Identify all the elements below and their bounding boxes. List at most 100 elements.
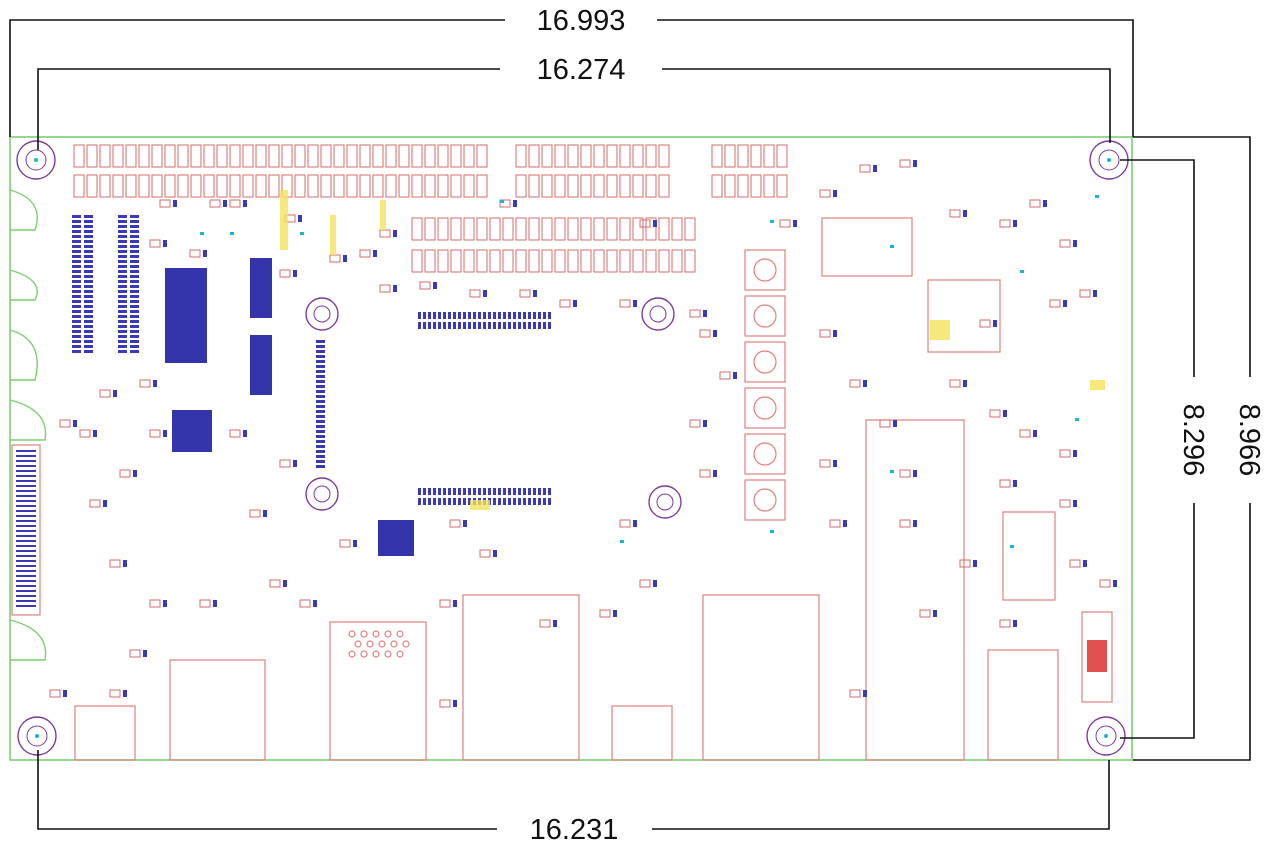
connector-pin (433, 488, 436, 495)
smd-pad (149, 599, 161, 608)
connector-pin (118, 220, 127, 223)
smd-pin (103, 500, 107, 507)
smd-pin (173, 200, 177, 207)
dimension-label-top-outer: 16.993 (537, 5, 626, 37)
power-switch (1081, 611, 1113, 703)
connector-pin (508, 498, 511, 505)
header-pad (450, 144, 462, 168)
connector-pin (316, 430, 325, 433)
header-pad (138, 144, 150, 168)
header-pad (567, 249, 579, 273)
connector-pin (488, 488, 491, 495)
header-pad (190, 144, 202, 168)
connector-pin (458, 322, 461, 329)
audio-jack (169, 659, 266, 761)
header-pad (242, 144, 254, 168)
smd-pin (293, 270, 297, 277)
header-pad (541, 217, 553, 241)
smd-pin (533, 290, 537, 297)
connector-pin (316, 455, 325, 458)
smd-pad (1099, 579, 1111, 588)
header-pad (489, 217, 501, 241)
connector-pin (72, 260, 81, 263)
connector-pin (118, 280, 127, 283)
smd-pin (63, 690, 67, 697)
smd-pad (49, 689, 61, 698)
connector-pin (84, 275, 93, 278)
smd-pin (973, 560, 977, 567)
header-pad (711, 144, 723, 168)
connector-pin (84, 240, 93, 243)
connector-pin (493, 322, 496, 329)
connector-pin (84, 255, 93, 258)
switch-button (753, 488, 777, 512)
edge-pin (16, 605, 36, 607)
header-pad (333, 174, 345, 198)
smd-pin (863, 380, 867, 387)
connector-pin (418, 312, 421, 319)
ic-chip (378, 520, 414, 556)
header-pad (281, 144, 293, 168)
header-pad (216, 144, 228, 168)
header-pad (346, 174, 358, 198)
edge-pin (16, 485, 36, 487)
connector-pin (468, 322, 471, 329)
smd-pad (819, 329, 831, 338)
connector-pin (483, 322, 486, 329)
header-pad (294, 174, 306, 198)
edge-pin (16, 450, 36, 452)
edge-pin (16, 530, 36, 532)
connector-pin (463, 498, 466, 505)
connector-pin (478, 488, 481, 495)
connector-pin (130, 250, 139, 253)
smd-pin (633, 520, 637, 527)
smd-pin (203, 250, 207, 257)
connector-pin (316, 395, 325, 398)
connector-pin (513, 312, 516, 319)
connector-pin (448, 488, 451, 495)
connector-pin (493, 488, 496, 495)
edge-pin (16, 535, 36, 537)
connector-pin (443, 488, 446, 495)
ethernet-port-2 (702, 594, 820, 761)
smd-pad (899, 469, 911, 478)
connector-pin (72, 255, 81, 258)
smd-pin (1043, 200, 1047, 207)
header-pad (385, 144, 397, 168)
connector-pin (118, 245, 127, 248)
connector-pin (423, 312, 426, 319)
smd-pad (989, 409, 1001, 418)
connector-pin (72, 305, 81, 308)
smd-pin (833, 190, 837, 197)
smd-pad (229, 199, 241, 208)
smd-pad (419, 281, 431, 290)
ic-chip (250, 335, 272, 395)
header-pad (437, 144, 449, 168)
header-pad (763, 174, 775, 198)
smd-pin (163, 600, 167, 607)
header-pad (750, 144, 762, 168)
header-pad (359, 174, 371, 198)
smd-pin (833, 330, 837, 337)
smd-pin (1033, 430, 1037, 437)
connector-pin (503, 322, 506, 329)
header-pad (750, 174, 762, 198)
connector-pin (463, 322, 466, 329)
smd-pad (699, 469, 711, 478)
connector-pin (130, 225, 139, 228)
smd-pin (1003, 410, 1007, 417)
connector-pin (84, 320, 93, 323)
smd-pad (959, 559, 971, 568)
connector-pin (316, 350, 325, 353)
smd-pin (453, 600, 457, 607)
connector-pin (468, 488, 471, 495)
connector-pin (418, 322, 421, 329)
connector-pin (513, 488, 516, 495)
pcb-components (11, 144, 1117, 761)
vga-pin (402, 640, 410, 648)
header-pad (580, 144, 592, 168)
smd-pin (463, 520, 467, 527)
smd-pin (1083, 560, 1087, 567)
highlight-area (280, 190, 288, 250)
smd-pad (979, 319, 991, 328)
